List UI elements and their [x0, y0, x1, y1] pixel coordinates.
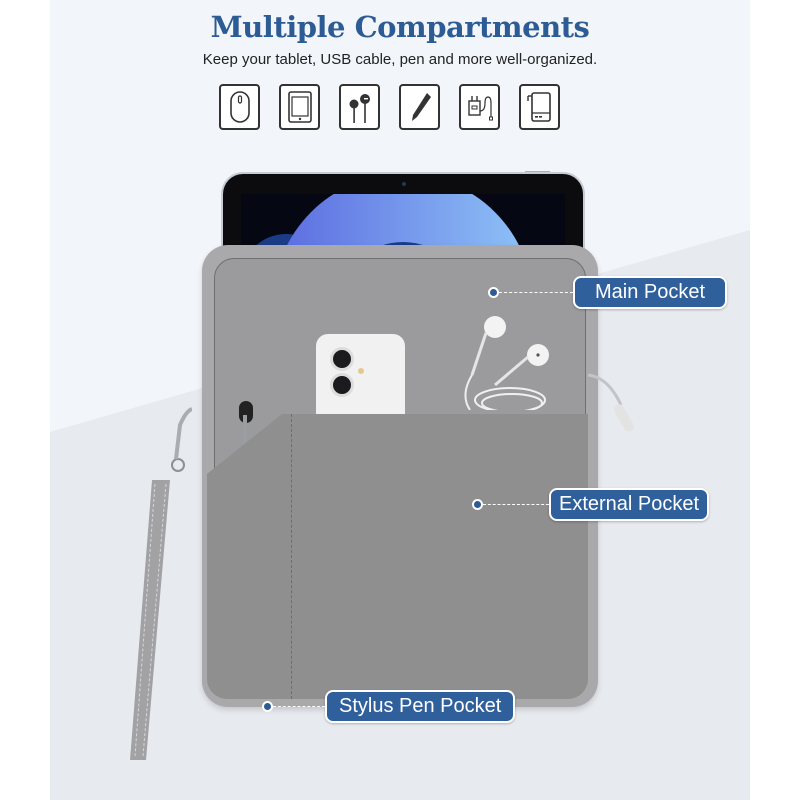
charger-icon: [459, 84, 500, 130]
callout-stylus-pocket: Stylus Pen Pocket: [262, 690, 516, 723]
tablet-icon: [279, 84, 320, 130]
zipper-pull: [587, 373, 634, 432]
page-title: Multiple Compartments: [210, 10, 590, 44]
mouse-icon: [219, 84, 260, 130]
tablet-camera: [402, 182, 406, 186]
callout-dot: [488, 287, 499, 298]
callout-dot: [262, 701, 273, 712]
pen-icon: [399, 84, 440, 130]
callout-dot: [472, 499, 483, 510]
phone: [316, 334, 405, 424]
feature-icons: [219, 84, 560, 130]
earphones-icon: [339, 84, 380, 130]
metal-clip: [171, 407, 192, 472]
stylus-pen: [239, 401, 253, 465]
external-pocket: [207, 414, 588, 699]
wrist-strap: [130, 480, 170, 760]
earbuds: [464, 316, 549, 410]
stylus-pocket-label: Stylus Pen Pocket: [325, 690, 516, 723]
callout-main-pocket: Main Pocket: [488, 276, 728, 309]
external-pocket-label: External Pocket: [549, 488, 710, 521]
power-bank-icon: [519, 84, 560, 130]
main-pocket-label: Main Pocket: [573, 276, 728, 309]
page-subtitle: Keep your tablet, USB cable, pen and mor…: [202, 51, 598, 68]
callout-external-pocket: External Pocket: [472, 488, 710, 521]
